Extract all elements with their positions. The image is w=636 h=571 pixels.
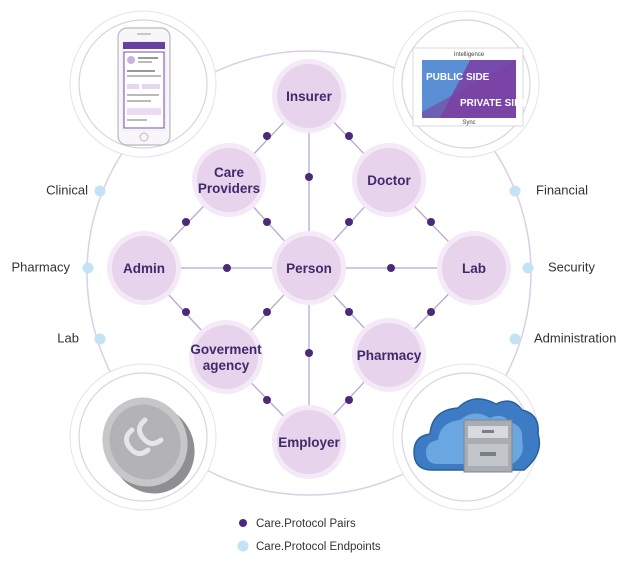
endpoint-dots (82, 185, 534, 345)
care-coin-icon (102, 397, 195, 494)
legend-pair-swatch (239, 519, 247, 527)
svg-text:Insurer: Insurer (286, 89, 333, 104)
smartphone-app-icon (117, 27, 171, 146)
pair-dot (263, 308, 271, 316)
side-label-administration: Administration (534, 330, 616, 345)
pair-dot (345, 218, 353, 226)
svg-text:Care: Care (214, 165, 245, 180)
svg-text:agency: agency (203, 358, 250, 373)
pair-dot (345, 132, 353, 140)
card-bottom-label: Sync (462, 120, 475, 126)
node-lab: Lab (437, 231, 511, 305)
legend: Care.Protocol Pairs Care.Protocol Endpoi… (237, 518, 381, 553)
security-card-icon: PUBLIC SIDE PRIVATE SIDE Intelligence Sy… (412, 47, 528, 127)
card-public-label: PUBLIC SIDE (426, 72, 490, 83)
node-pharmacy: Pharmacy (352, 318, 426, 392)
node-government-agency: Goverment agency (189, 320, 263, 394)
endpoint-dot (82, 262, 94, 274)
pair-dot (305, 349, 313, 357)
side-label-financial: Financial (536, 182, 588, 197)
pair-dot (263, 132, 271, 140)
endpoint-dot (94, 185, 106, 197)
legend-pairs-label: Care.Protocol Pairs (256, 518, 356, 530)
pair-dot (263, 218, 271, 226)
card-private-label: PRIVATE SIDE (460, 98, 528, 109)
svg-text:Doctor: Doctor (367, 173, 411, 188)
pair-dot (345, 396, 353, 404)
svg-text:Employer: Employer (278, 435, 340, 450)
pair-dot (427, 218, 435, 226)
node-employer: Employer (272, 405, 346, 479)
endpoint-dot (509, 185, 521, 197)
svg-text:Person: Person (286, 261, 332, 276)
svg-text:Pharmacy: Pharmacy (357, 348, 422, 363)
pair-dot (345, 308, 353, 316)
side-label-lab: Lab (57, 330, 79, 345)
svg-text:Admin: Admin (123, 261, 165, 276)
side-label-clinical: Clinical (46, 182, 88, 197)
node-admin: Admin (107, 231, 181, 305)
svg-text:Goverment: Goverment (190, 342, 262, 357)
pair-dot (427, 308, 435, 316)
node-care-providers: Care Providers (192, 143, 266, 217)
side-label-security: Security (548, 259, 595, 274)
node-doctor: Doctor (352, 143, 426, 217)
endpoint-dot (509, 333, 521, 345)
pair-dot (387, 264, 395, 272)
side-label-pharmacy: Pharmacy (11, 259, 70, 274)
legend-endpoints-label: Care.Protocol Endpoints (256, 541, 381, 553)
pair-dot (182, 308, 190, 316)
endpoint-dot (94, 333, 106, 345)
pair-dot (182, 218, 190, 226)
node-insurer: Insurer (272, 59, 346, 133)
pair-dot (263, 396, 271, 404)
svg-text:Lab: Lab (462, 261, 486, 276)
pair-dot (223, 264, 231, 272)
pair-dot (305, 173, 313, 181)
svg-text:Providers: Providers (198, 181, 260, 196)
endpoint-dot (522, 262, 534, 274)
cloud-storage-icon (413, 398, 541, 473)
node-person: Person (272, 231, 346, 305)
pair-dots (182, 132, 435, 404)
legend-endpoint-swatch (237, 540, 249, 552)
card-top-label: Intelligence (454, 52, 485, 58)
